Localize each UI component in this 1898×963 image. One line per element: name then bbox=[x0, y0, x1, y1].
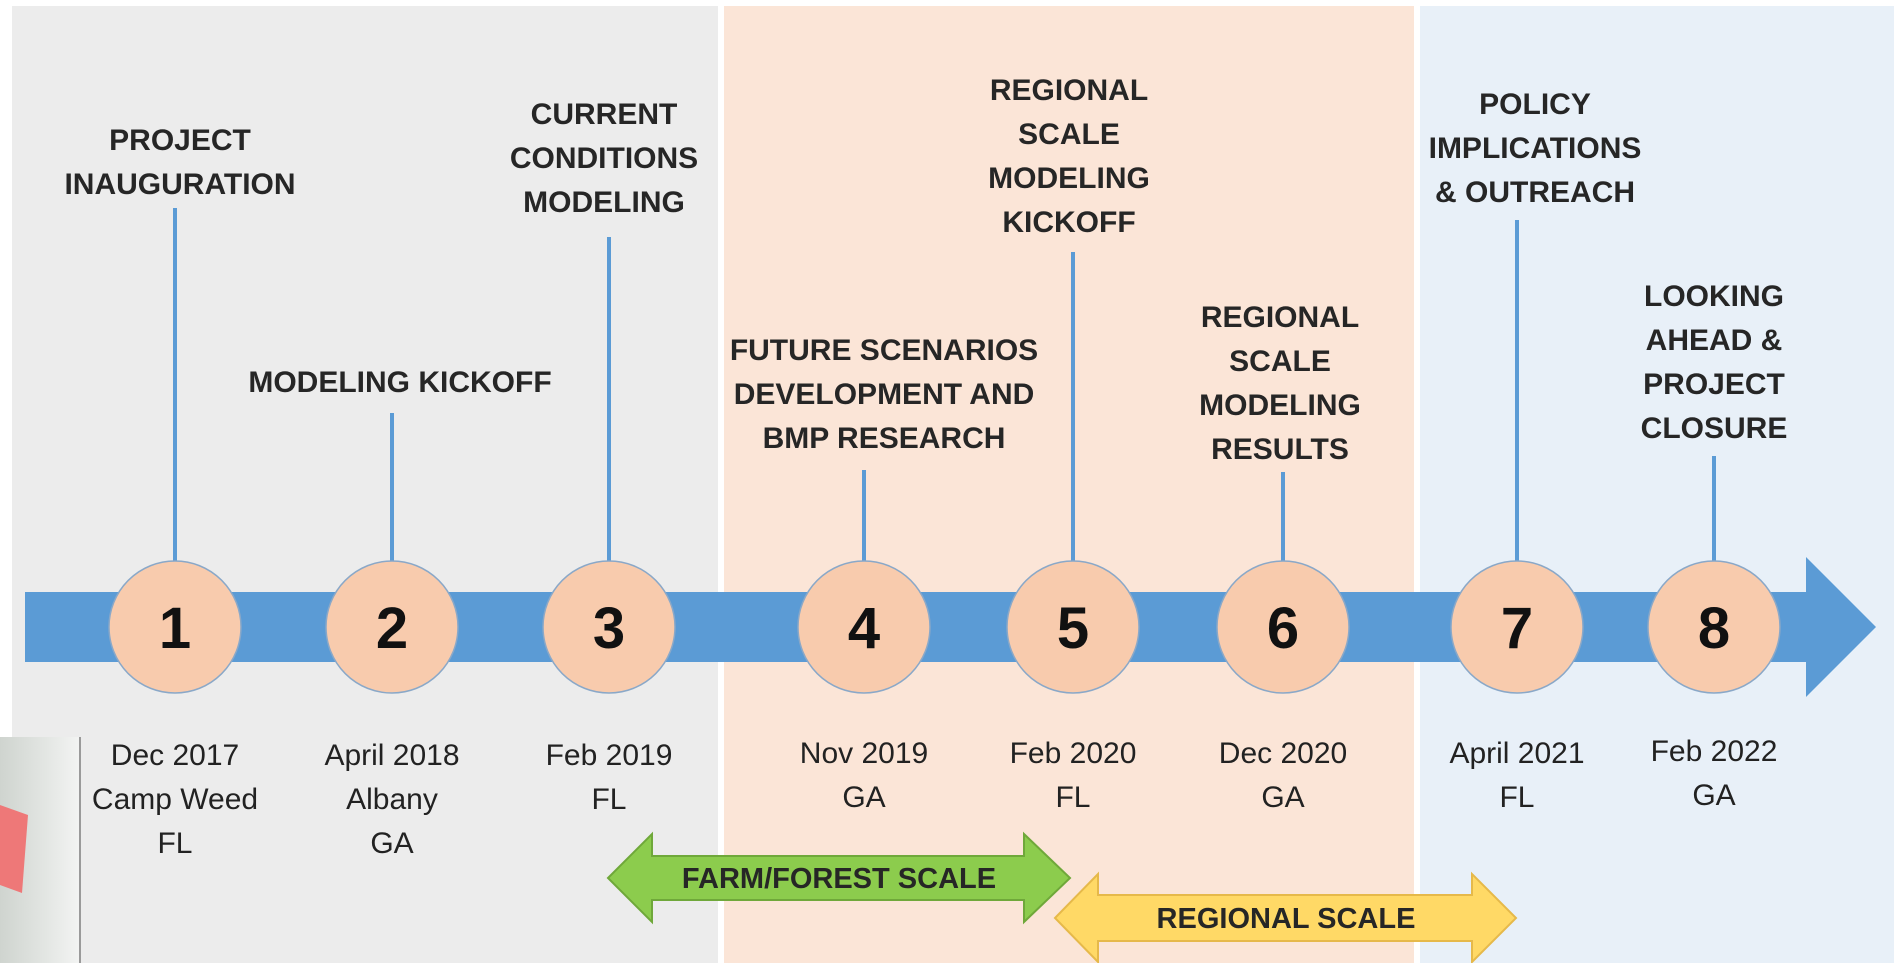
milestone-title-line: RESULTS bbox=[1211, 433, 1349, 466]
milestone-title-line: & OUTREACH bbox=[1435, 176, 1635, 209]
milestone-title-line: AHEAD & bbox=[1646, 324, 1783, 357]
milestone-date-line: GA bbox=[370, 827, 413, 860]
milestone-title-line: MODELING bbox=[988, 162, 1150, 195]
milestone-date-line: Feb 2019 bbox=[546, 739, 673, 772]
phase-panel-3 bbox=[1420, 6, 1894, 963]
milestone-title-line: BMP RESEARCH bbox=[763, 422, 1006, 455]
milestone-number: 1 bbox=[159, 596, 191, 661]
milestone-title-line: REGIONAL bbox=[1201, 301, 1359, 334]
milestone-number: 7 bbox=[1501, 596, 1533, 661]
milestone-title-line: SCALE bbox=[1229, 345, 1331, 378]
milestone-date-line: Dec 2017 bbox=[111, 739, 239, 772]
milestone-date-line: April 2018 bbox=[324, 739, 459, 772]
timeline-arrow bbox=[25, 557, 1876, 697]
milestone-title-line: CONDITIONS bbox=[510, 142, 698, 175]
milestone-number: 3 bbox=[593, 596, 625, 661]
milestone-title-line: MODELING bbox=[1199, 389, 1361, 422]
milestone-circle bbox=[797, 560, 931, 694]
milestone-date-line: Nov 2019 bbox=[800, 737, 928, 770]
milestone-date-line: GA bbox=[1692, 779, 1735, 812]
milestone-circle bbox=[1450, 560, 1584, 694]
farm-forest-scale-label: FARM/FOREST SCALE bbox=[682, 863, 996, 895]
milestone-circle bbox=[1006, 560, 1140, 694]
milestone-4: 4 FUTURE SCENARIOS DEVELOPMENT AND BMP RESE… bbox=[730, 334, 1038, 814]
milestone-date-line: April 2021 bbox=[1449, 737, 1584, 770]
farm-forest-scale-arrow: FARM/FOREST SCALE bbox=[606, 831, 1072, 925]
milestone-title-line: PROJECT bbox=[1643, 368, 1785, 401]
milestone-number: 8 bbox=[1698, 596, 1730, 661]
milestone-title-line: INAUGURATION bbox=[64, 168, 295, 201]
milestone-title-line: CLOSURE bbox=[1641, 412, 1788, 445]
milestone-title-line: PROJECT bbox=[109, 124, 251, 157]
milestone-date-line: GA bbox=[1261, 781, 1304, 814]
regional-scale-label: REGIONAL SCALE bbox=[1157, 903, 1416, 935]
milestone-date-line: FL bbox=[1055, 781, 1090, 814]
milestone-date-line: Feb 2022 bbox=[1651, 735, 1778, 768]
milestone-title-line: SCALE bbox=[1018, 118, 1120, 151]
photo-fragment bbox=[0, 737, 81, 963]
milestone-number: 6 bbox=[1267, 596, 1299, 661]
milestone-date-line: FL bbox=[1499, 781, 1534, 814]
milestone-title-line: REGIONAL bbox=[990, 74, 1148, 107]
milestone-date-line: Dec 2020 bbox=[1219, 737, 1347, 770]
milestone-circle bbox=[1216, 560, 1350, 694]
milestone-date-line: FL bbox=[157, 827, 192, 860]
milestone-title-line: LOOKING bbox=[1644, 280, 1784, 313]
milestone-title-line: MODELING bbox=[523, 186, 685, 219]
milestone-title-line: POLICY bbox=[1479, 88, 1591, 121]
milestone-circle bbox=[325, 560, 459, 694]
milestone-title-line: CURRENT bbox=[531, 98, 678, 131]
milestone-title-line: DEVELOPMENT AND bbox=[734, 378, 1035, 411]
milestone-date-line: Albany bbox=[346, 783, 438, 816]
milestone-date-line: FL bbox=[591, 783, 626, 816]
milestone-date-line: Feb 2020 bbox=[1010, 737, 1137, 770]
milestone-number: 5 bbox=[1057, 596, 1089, 661]
regional-scale-arrow: REGIONAL SCALE bbox=[1053, 871, 1518, 963]
milestone-title-line: IMPLICATIONS bbox=[1429, 132, 1642, 165]
milestone-title-line: FUTURE SCENARIOS bbox=[730, 334, 1038, 367]
milestone-7: 7 POLICY IMPLICATIONS & OUTREACH April 2021F… bbox=[1429, 88, 1642, 814]
milestone-date-line: GA bbox=[842, 781, 885, 814]
milestone-title-line: MODELING KICKOFF bbox=[248, 366, 551, 399]
phase-panel-2 bbox=[724, 6, 1414, 963]
milestone-number: 2 bbox=[376, 596, 408, 661]
milestone-date-line: Camp Weed bbox=[92, 783, 258, 816]
milestone-circle bbox=[108, 560, 242, 694]
milestone-circle bbox=[542, 560, 676, 694]
milestone-title-line: KICKOFF bbox=[1002, 206, 1135, 239]
milestone-circle bbox=[1647, 560, 1781, 694]
milestone-number: 4 bbox=[848, 596, 880, 661]
phase-panel-1 bbox=[12, 6, 718, 963]
